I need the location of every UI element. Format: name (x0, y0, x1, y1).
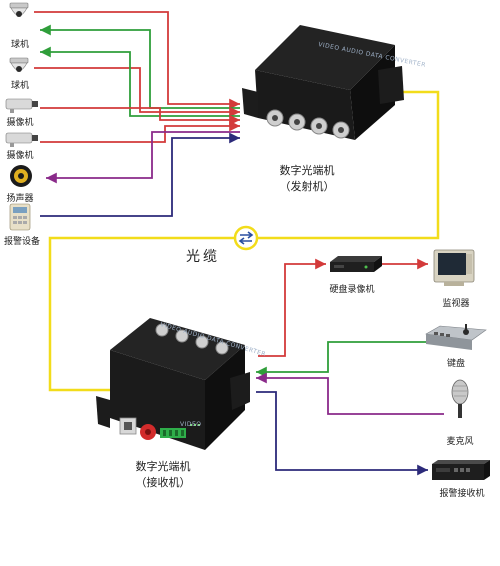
terminal-block-icon (160, 428, 186, 438)
receiver-tag-text: VIDEO (180, 421, 202, 428)
transmitter-sublabel: （发射机） (279, 180, 335, 193)
dome1-video-line (34, 11, 240, 110)
speaker-label: 扬声器 (6, 194, 34, 204)
receiver-device: VIDEO AUDIO DATA CONVERTER VIDEO (96, 318, 267, 450)
bnc-connector (266, 109, 284, 127)
fiber-port-icon (140, 424, 156, 440)
monitor-icon (433, 249, 475, 286)
status-led-icon (190, 424, 200, 426)
box-camera-icon (5, 98, 38, 113)
dome2-label: 球机 (10, 81, 29, 91)
bnc-connector (332, 121, 350, 139)
power-plug-icon (119, 417, 137, 435)
cam1-label: 摄像机 (6, 118, 34, 128)
alarm-label: 报警设备 (3, 237, 40, 247)
microphone-label: 麦克风 (446, 437, 474, 447)
dome-camera-icon (9, 2, 29, 17)
bnc-connector (195, 335, 209, 349)
receiver-label: 数字光端机 (135, 460, 191, 473)
alarm-device-icon (9, 203, 31, 231)
box-camera-icon (5, 132, 38, 147)
keyboard-label: 键盘 (446, 359, 465, 369)
cam1-video-line (40, 107, 240, 126)
microphone-audio-line (256, 372, 444, 415)
monitor-label: 监视器 (442, 299, 470, 309)
bnc-connector (175, 329, 189, 343)
fiber-label: 光缆 (186, 249, 220, 265)
microphone-icon (451, 379, 469, 418)
transmitter-device: VIDEO AUDIO DATA CONVERTER (242, 25, 426, 140)
fiber-coupler-icon (233, 225, 259, 251)
control-keyboard-icon (425, 324, 487, 350)
dome1-label: 球机 (10, 40, 29, 50)
speaker-icon (10, 165, 32, 187)
dvr-label: 硬盘录像机 (329, 285, 375, 295)
dvr-icon (330, 256, 382, 272)
alarm-line (40, 132, 240, 217)
bnc-connector (288, 113, 306, 131)
dome2-video-line (34, 67, 240, 118)
transmitter-label: 数字光端机 (279, 164, 335, 177)
bnc-connector (215, 341, 229, 355)
dome-camera-icon (9, 57, 29, 72)
speaker-audio-line (46, 131, 240, 184)
bnc-connector (155, 323, 169, 337)
alarm-receiver-line (256, 391, 428, 476)
cam2-label: 摄像机 (6, 151, 34, 161)
alarm-receiver-label: 报警接收机 (439, 489, 485, 499)
keyboard-control-line (256, 341, 426, 378)
dome1-control-line (40, 24, 240, 109)
bnc-connector (310, 117, 328, 135)
alarm-receiver-icon (432, 460, 490, 480)
dome2-control-line (40, 46, 240, 117)
receiver-dvr-video-line (258, 258, 326, 357)
cam2-video-line (40, 120, 240, 143)
receiver-sublabel: （接收机） (135, 476, 191, 489)
